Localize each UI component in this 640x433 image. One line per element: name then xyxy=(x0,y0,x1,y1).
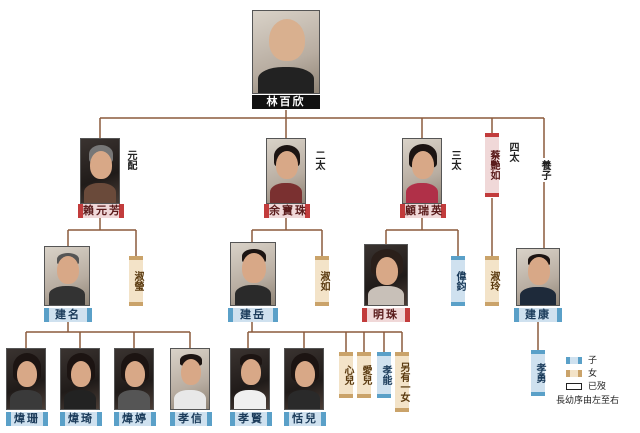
wife2-name: 余寶珠 xyxy=(264,204,310,218)
jiankang-name: 建康 xyxy=(514,308,562,322)
wife2-photo xyxy=(266,138,306,204)
lingyouyinv-name: 另有一女 xyxy=(395,352,409,412)
root-name-label: 林百欣 xyxy=(252,95,320,109)
xiaoyong-name: 孝勇 xyxy=(531,350,545,396)
xiaoxin-photo xyxy=(170,348,210,410)
wife3-name: 顧瑞英 xyxy=(400,204,446,218)
jianming-name: 建名 xyxy=(44,308,92,322)
wife1-photo xyxy=(80,138,120,204)
tianer-photo xyxy=(284,348,324,410)
jianyue-photo xyxy=(230,242,276,306)
mingzhu-name: 明珠 xyxy=(362,308,410,322)
jianyue-name: 建岳 xyxy=(228,308,278,322)
adopted-note: 養子 xyxy=(538,158,550,182)
huangshan-photo xyxy=(6,348,46,410)
huangting-name: 煒婷 xyxy=(114,412,156,426)
huangting-photo xyxy=(114,348,154,410)
aier-name: 愛兒 xyxy=(357,352,371,398)
legend-son-swatch xyxy=(566,357,582,364)
mingzhu-photo xyxy=(364,244,408,306)
xiaoxian-name: 孝賢 xyxy=(230,412,272,426)
weijun-name: 偉鈞 xyxy=(451,256,465,306)
huangshan-name: 煒珊 xyxy=(6,412,48,426)
legend-son-label: 子 xyxy=(588,356,598,366)
wife1-name: 賴元芳 xyxy=(78,204,124,218)
xiaoxian-photo xyxy=(230,348,270,410)
shuying-name: 淑瑩 xyxy=(129,256,143,306)
xiaoxin-name: 孝信 xyxy=(170,412,212,426)
shuling-name: 淑玲 xyxy=(485,256,499,306)
xiaoneng-name: 孝能 xyxy=(377,352,391,398)
linbaixin-photo xyxy=(252,10,320,94)
huangqi-photo xyxy=(60,348,100,410)
wife4-name: 蔡艷如 xyxy=(485,133,499,197)
wife3-photo xyxy=(402,138,442,204)
jianming-photo xyxy=(44,246,90,306)
jiankang-photo xyxy=(516,248,560,306)
legend-order-note: 長幼序由左至右 xyxy=(556,396,620,406)
legend-deceased-label: 已歿 xyxy=(588,382,607,392)
wife2-note: 二太 xyxy=(313,150,324,170)
legend-daughter-swatch xyxy=(566,370,582,377)
legend-deceased-swatch xyxy=(566,383,582,390)
wife4-note: 四太 xyxy=(507,142,518,162)
wife1-note: 元配 xyxy=(125,150,136,170)
wife3-note: 三太 xyxy=(449,150,460,170)
huangqi-name: 煒琦 xyxy=(60,412,102,426)
xiner-name: 心兒 xyxy=(339,352,353,398)
shuru-name: 淑如 xyxy=(315,256,329,306)
legend-daughter-label: 女 xyxy=(588,369,598,379)
tianer-name: 恬兒 xyxy=(284,412,326,426)
